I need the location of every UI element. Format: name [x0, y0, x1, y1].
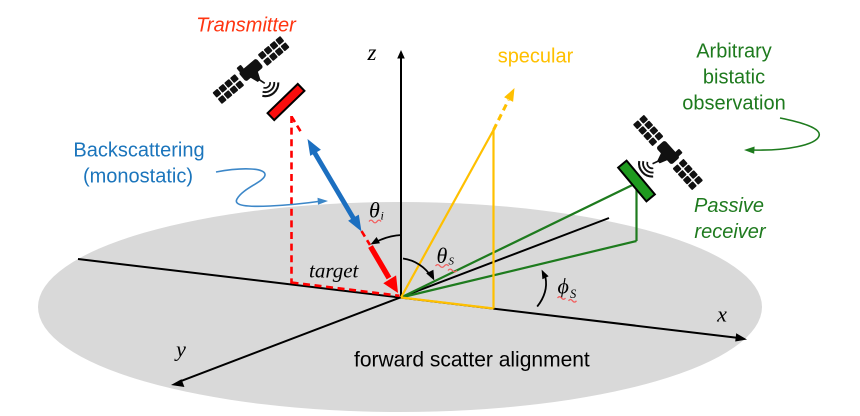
- svg-text:Transmitter: Transmitter: [196, 15, 297, 37]
- svg-text:Arbitrary: Arbitrary: [696, 41, 772, 63]
- svg-text:forward scatter alignment: forward scatter alignment: [354, 349, 590, 372]
- svg-text:y: y: [174, 337, 186, 362]
- svg-text:observation: observation: [682, 93, 785, 115]
- svg-text:target: target: [309, 259, 360, 283]
- svg-text:i: i: [381, 209, 384, 223]
- svg-text:x: x: [716, 302, 727, 327]
- svg-text:θ: θ: [437, 243, 448, 268]
- svg-text:specular: specular: [498, 46, 574, 68]
- svg-text:Backscattering: Backscattering: [73, 140, 204, 162]
- svg-text:ϕ: ϕ: [558, 274, 569, 299]
- svg-text:S: S: [570, 287, 577, 301]
- svg-text:bistatic: bistatic: [703, 67, 765, 89]
- svg-text:(monostatic): (monostatic): [83, 166, 193, 188]
- svg-text:θ: θ: [369, 198, 380, 223]
- svg-text:Passive: Passive: [694, 195, 764, 217]
- svg-text:z: z: [367, 40, 377, 65]
- svg-text:receiver: receiver: [694, 221, 766, 243]
- svg-text:S: S: [449, 256, 455, 268]
